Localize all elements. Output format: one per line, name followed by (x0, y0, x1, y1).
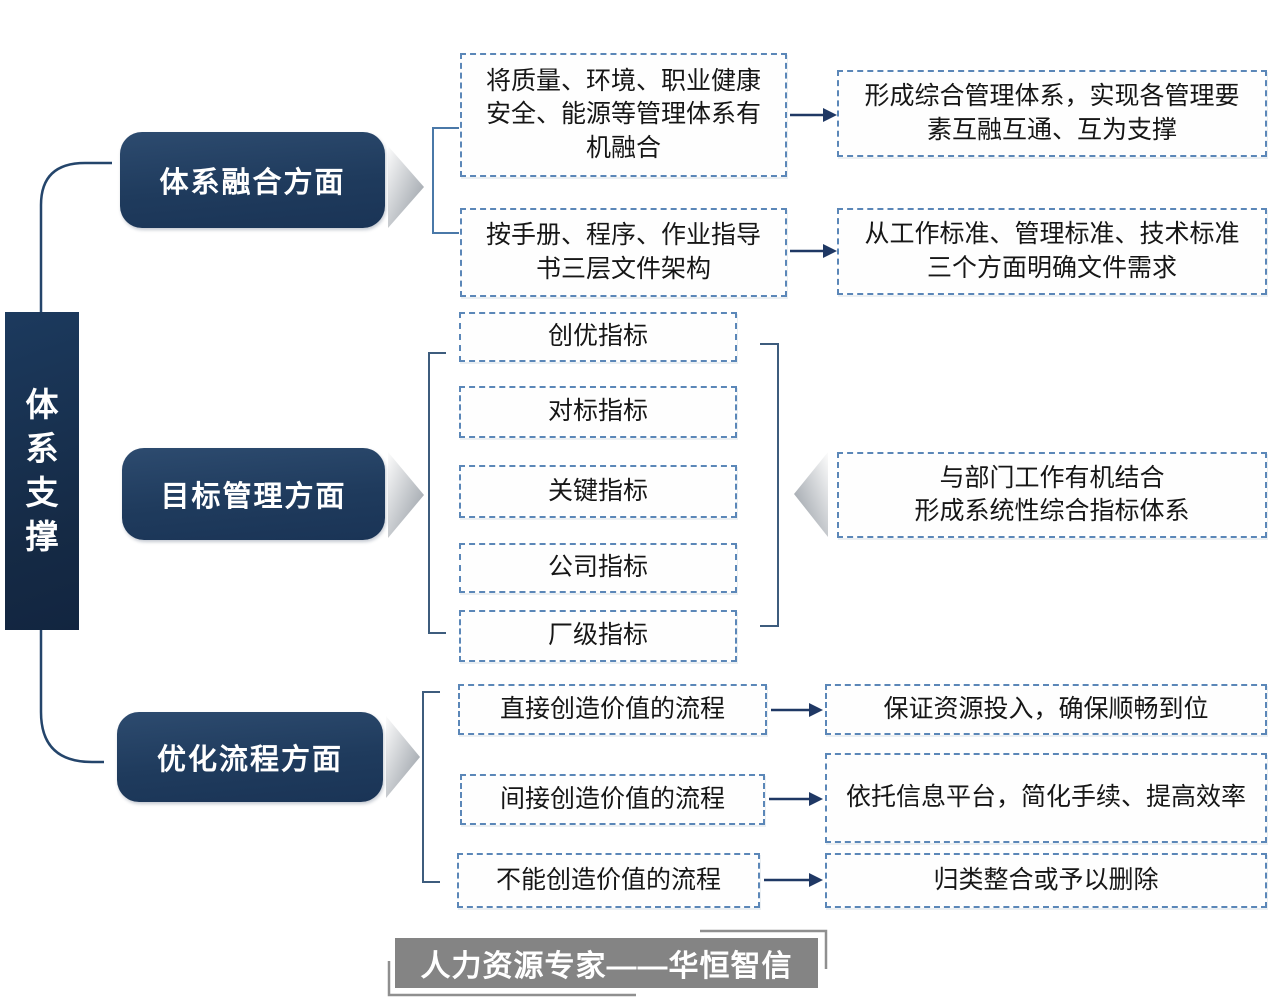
process-row1-left-box: 直接创造价值的流程 (458, 684, 767, 735)
target-chevron-arrow-icon (388, 452, 424, 538)
hub-process: 优化流程方面 (117, 712, 383, 802)
fusion-row2-right-box: 从工作标准、管理标准、技术标准三个方面明确文件需求 (837, 208, 1267, 295)
process-row2-arrow-head (809, 792, 823, 806)
fusion-row1-right-box: 形成综合管理体系，实现各管理要素互融互通、互为支撑 (837, 70, 1267, 157)
process-row1-arrow-head (809, 703, 823, 717)
summary-chevron-arrow-icon (794, 452, 828, 537)
process-row2-left-box: 间接创造价值的流程 (460, 774, 765, 825)
target-summary-box: 与部门工作有机结合 形成系统性综合指标体系 (837, 452, 1267, 538)
hub-target: 目标管理方面 (122, 448, 385, 540)
process-row1-right-box: 保证资源投入，确保顺畅到位 (825, 684, 1267, 735)
process-row3-left-box: 不能创造价值的流程 (457, 853, 760, 908)
process-chevron-arrow-icon (386, 716, 420, 798)
fusion-row1-arrow-head (823, 108, 837, 122)
indicator-box-2: 对标指标 (459, 386, 737, 438)
process-row3-arrow-head (809, 873, 823, 887)
footer-banner-label: 人力资源专家——华恒智信 (420, 950, 793, 983)
target-left-bracket (428, 352, 446, 634)
hub-fusion-label: 体系融合方面 (159, 167, 346, 199)
indicator-box-5: 厂级指标 (459, 610, 737, 662)
hub-process-label: 优化流程方面 (156, 744, 343, 776)
process-row3-right-box: 归类整合或予以删除 (825, 853, 1267, 908)
target-right-bracket (760, 343, 779, 627)
fusion-row2-left-box: 按手册、程序、作业指导书三层文件架构 (460, 208, 787, 297)
spine-label: 体系支撑 (25, 386, 59, 555)
fusion-row1-left-box: 将质量、环境、职业健康安全、能源等管理体系有机融合 (460, 53, 787, 177)
indicator-box-1: 创优指标 (459, 312, 737, 362)
spine-to-fusion-connector (39, 161, 112, 313)
indicator-box-3: 关键指标 (459, 465, 737, 518)
fusion-row2-arrow-head (823, 244, 837, 258)
process-row2-right-box: 依托信息平台，简化手续、提高效率 (825, 753, 1267, 843)
spine-to-process-connector (39, 629, 104, 764)
spine-bar: 体系支撑 (5, 312, 79, 630)
indicator-box-4: 公司指标 (459, 543, 737, 593)
fusion-bracket (432, 127, 459, 234)
fusion-chevron-arrow-icon (388, 146, 424, 228)
hub-fusion: 体系融合方面 (120, 132, 385, 228)
footer-banner: 人力资源专家——华恒智信 (395, 938, 818, 988)
hub-target-label: 目标管理方面 (160, 481, 347, 513)
process-bracket (422, 691, 440, 883)
